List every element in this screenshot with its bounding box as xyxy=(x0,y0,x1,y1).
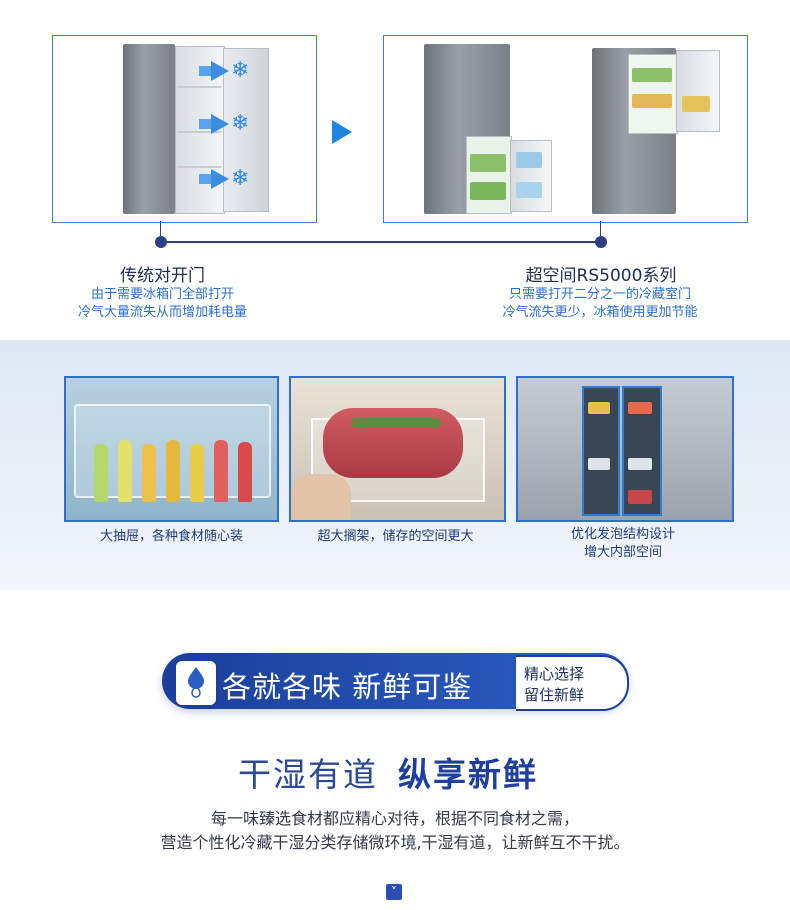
foam-structure-feature-image xyxy=(516,376,734,522)
food xyxy=(628,402,652,414)
traditional-title: 传统对开门 xyxy=(120,266,205,286)
cold-air-arrow xyxy=(199,66,213,76)
bottle xyxy=(94,444,108,502)
food xyxy=(628,490,652,504)
cold-air-arrow xyxy=(199,119,213,129)
food xyxy=(628,458,652,470)
rs5000-title: 超空间RS5000系列 xyxy=(525,266,677,286)
bottle xyxy=(166,440,180,502)
snowflake-icon: ❄ xyxy=(231,58,250,83)
water-drop-icon-svg xyxy=(188,667,204,698)
timeline-stem xyxy=(600,221,601,241)
body-text-line1: 每一味臻选食材都应精心对待，根据不同食材之需， xyxy=(210,809,579,828)
shelf-feature-image xyxy=(289,376,506,522)
water-drop-icon xyxy=(174,659,218,707)
scroll-down-chevron-icon[interactable]: ˅ xyxy=(386,884,402,900)
shelf xyxy=(177,166,221,168)
bottles xyxy=(682,96,710,112)
cold-air-arrow-icon xyxy=(211,169,229,189)
drawer-feature-image xyxy=(64,376,279,522)
vegetables xyxy=(470,154,506,172)
snowflake-icon: ❄ xyxy=(231,166,250,191)
bottle xyxy=(118,440,132,502)
shelf xyxy=(177,86,221,88)
fridge-open-door xyxy=(510,140,552,212)
bottle xyxy=(190,444,204,502)
herbs xyxy=(351,418,441,428)
headline-light: 干湿有道 xyxy=(238,755,378,794)
timeline-stem xyxy=(160,221,161,241)
vegetables xyxy=(632,68,672,82)
timeline-dot xyxy=(155,236,167,248)
bottle xyxy=(214,440,228,502)
shelf-feature-label: 超大搁架，储存的空间更大 xyxy=(317,529,474,544)
traditional-desc-line2: 冷气大量流失从而增加耗电量 xyxy=(77,305,247,320)
fridge-open-door xyxy=(676,50,720,132)
foam-feature-label-line2: 增大内部空间 xyxy=(583,545,662,560)
rs5000-desc-line2: 冷气流失更少，冰箱使用更加节能 xyxy=(502,305,698,320)
cold-air-arrow xyxy=(199,174,213,184)
fridge-left-door xyxy=(123,44,175,214)
bottle xyxy=(238,442,252,502)
snowflake-icon: ❄ xyxy=(231,111,250,136)
timeline-dot xyxy=(595,236,607,248)
food xyxy=(588,458,610,470)
traditional-desc-line1: 由于需要冰箱门全部打开 xyxy=(90,287,234,302)
pill-main-text: 各就各味 新鲜可鉴 xyxy=(222,670,473,704)
hand xyxy=(291,474,351,520)
foam-feature-label-line1: 优化发泡结构设计 xyxy=(570,527,675,542)
food xyxy=(632,94,672,108)
fridge-lower-compartment xyxy=(466,136,512,214)
bottles xyxy=(516,182,542,198)
bottle xyxy=(142,444,156,502)
bottles xyxy=(516,152,542,168)
pill-side-box: 精心选择 留住新鲜 xyxy=(516,655,629,711)
headline-bold: 纵享新鲜 xyxy=(398,755,538,794)
food xyxy=(588,402,610,414)
timeline-line xyxy=(160,241,602,243)
shelf xyxy=(177,131,221,133)
pill-side-line1: 精心选择 xyxy=(524,665,585,683)
arrow-right-icon xyxy=(332,120,352,144)
vegetables xyxy=(470,182,506,200)
traditional-fridge-image: ❄ ❄ ❄ xyxy=(52,35,317,223)
rs5000-desc-line1: 只需要打开二分之一的冷藏室门 xyxy=(508,287,691,302)
cold-air-arrow-icon xyxy=(211,114,229,134)
body-text-line2: 营造个性化冷藏干湿分类存储微环境,干湿有道，让新鲜互不干扰。 xyxy=(160,833,630,852)
drawer-feature-label: 大抽屉，各种食材随心装 xyxy=(99,529,243,544)
pill-side-line2: 留住新鲜 xyxy=(524,686,585,704)
rs5000-fridge-image xyxy=(383,35,748,223)
cold-air-arrow-icon xyxy=(211,61,229,81)
